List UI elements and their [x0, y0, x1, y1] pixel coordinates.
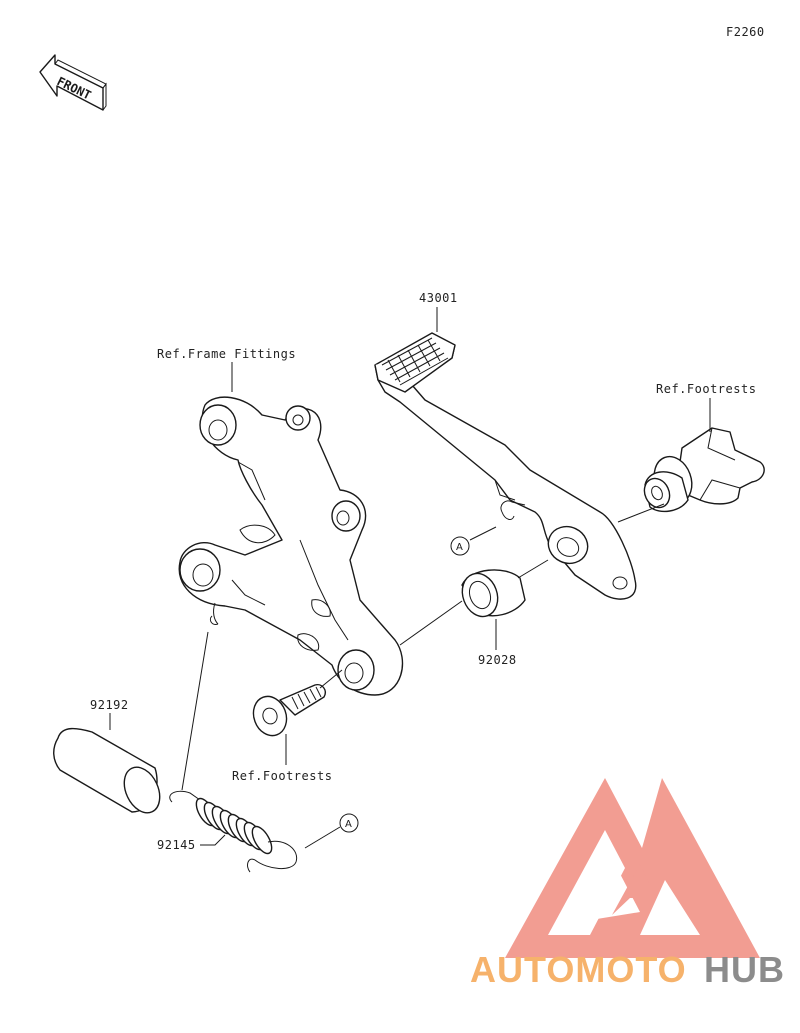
front-arrow-icon: FRONT [39, 54, 107, 111]
label-ref-footrests-bottom: Ref.Footrests [232, 769, 332, 783]
footrest-bracket [178, 396, 404, 696]
label-43001: 43001 [419, 291, 458, 305]
footrest-clevis [643, 427, 765, 513]
pedal-43001 [374, 332, 637, 600]
label-92028: 92028 [478, 653, 517, 667]
sleeve-92192 [53, 727, 161, 814]
label-92145: 92145 [157, 838, 196, 852]
label-92192: 92192 [90, 698, 129, 712]
bolt [252, 683, 326, 737]
label-ref-footrests-right: Ref.Footrests [656, 382, 756, 396]
watermark-logo [505, 778, 760, 958]
spring-92145 [169, 790, 298, 873]
diagram-code: F2260 [726, 25, 765, 39]
collar-92028 [461, 569, 526, 618]
watermark-text-gray: HUB [704, 949, 785, 990]
leader-lines [109, 307, 711, 849]
label-ref-frame-fittings: Ref.Frame Fittings [157, 347, 296, 361]
marker-a-upper: A [450, 536, 470, 556]
watermark-text-orange: AUTOMOTO [470, 949, 687, 990]
svg-text:A: A [456, 542, 463, 553]
svg-text:A: A [345, 819, 352, 830]
marker-a-lower: A [339, 813, 359, 833]
